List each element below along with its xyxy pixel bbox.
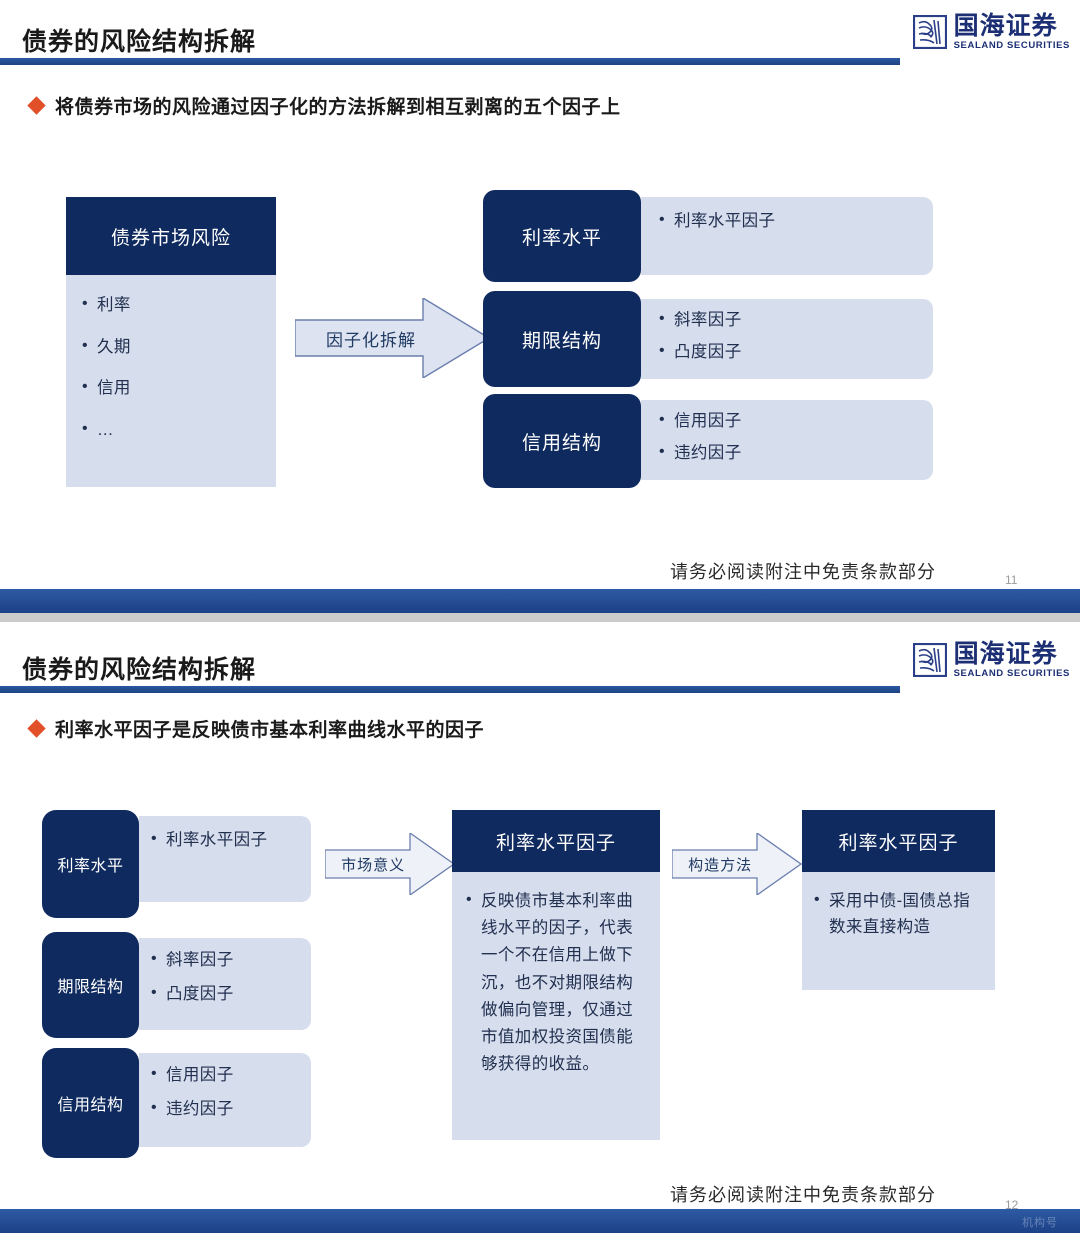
source-box-body: 利率 久期 信用 … (66, 275, 276, 487)
market-meaning-arrow: 市场意义 (325, 833, 455, 895)
logo-chinese-name: 国海证券 (953, 12, 1058, 40)
s2-factor-label-credit-structure: 信用结构 (42, 1048, 139, 1158)
company-logo: 国海证券 SEALAND SECURITIES (912, 12, 1070, 51)
factor-label-text: 利率水平 (521, 227, 602, 249)
middle-box-body: 反映债市基本利率曲线水平的因子，代表一个不在信用上做下沉，也不对期限结构做偏向管… (452, 872, 660, 1140)
right-box-header: 利率水平因子 (802, 810, 995, 872)
source-box-list: 利率 久期 信用 … (80, 292, 262, 469)
list-item: 利率水平因子 (149, 827, 267, 854)
list-item: 凸度因子 (657, 339, 742, 366)
middle-box-list: 反映债市基本利率曲线水平的因子，代表一个不在信用上做下沉，也不对期限结构做偏向管… (464, 887, 646, 1079)
factor-label-credit-structure: 信用结构 (483, 394, 641, 488)
factor-items-interest-level: 利率水平因子 (641, 197, 933, 275)
slide-1-headline: 将债券市场的风险通过因子化的方法拆解到相互剥离的五个因子上 (27, 92, 621, 119)
construction-method-arrow: 构造方法 (672, 833, 802, 895)
bottom-band (0, 1209, 1080, 1233)
diamond-bullet-icon (27, 719, 46, 738)
list-item: 利率 (80, 292, 262, 319)
factor-item-list: 利率水平因子 (149, 827, 267, 854)
source-box-header: 债券市场风险 (66, 197, 276, 275)
s2-factor-label-interest-level: 利率水平 (42, 810, 139, 918)
factor-items-term-structure: 斜率因子 凸度因子 (641, 299, 933, 379)
list-item: 信用因子 (657, 408, 742, 435)
slide-1: 债券的风险结构拆解 国海证券 SEALAND SE (0, 0, 1080, 587)
factor-label-text: 信用结构 (521, 432, 602, 454)
diamond-bullet-icon (27, 96, 46, 115)
slide-1-title: 债券的风险结构拆解 (22, 28, 257, 56)
slide-2-page-number: 12 (1005, 1198, 1019, 1212)
list-item: 违约因子 (657, 440, 742, 467)
slide-2-headline-text: 利率水平因子是反映债市基本利率曲线水平的因子 (55, 720, 485, 741)
list-item: 久期 (80, 334, 262, 361)
right-box-header-label: 利率水平因子 (838, 832, 959, 854)
right-box-list: 采用中债-国债总指数来直接构造 (812, 887, 983, 941)
slide-separator-shadow (0, 613, 1080, 622)
s2-factor-items-term-structure: 斜率因子 凸度因子 (139, 938, 311, 1030)
title-underline-rule (0, 58, 900, 65)
slide-2-title: 债券的风险结构拆解 (22, 656, 257, 684)
factor-item-list: 斜率因子 凸度因子 (657, 307, 742, 366)
list-item: … (80, 417, 262, 444)
factor-label-text: 期限结构 (57, 979, 124, 996)
s2-factor-items-interest-level: 利率水平因子 (139, 816, 311, 902)
slide-separator-band (0, 589, 1080, 613)
s2-factor-label-term-structure: 期限结构 (42, 932, 139, 1038)
list-item: 信用因子 (149, 1062, 234, 1089)
watermark-label: 机构号 (1022, 1217, 1058, 1229)
title-underline-rule (0, 686, 900, 693)
slide-2-footer-note: 请务必阅读附注中免责条款部分 (670, 1185, 936, 1205)
sealand-emblem-icon (912, 15, 947, 50)
slide-1-header: 债券的风险结构拆解 国海证券 SEALAND SE (0, 0, 1080, 70)
factor-label-text: 信用结构 (57, 1097, 124, 1114)
source-box-header-label: 债券市场风险 (110, 227, 231, 249)
logo-english-name: SEALAND SECURITIES (953, 40, 1070, 51)
slide-1-footer-note: 请务必阅读附注中免责条款部分 (670, 562, 936, 582)
slide-2-headline: 利率水平因子是反映债市基本利率曲线水平的因子 (27, 715, 485, 742)
logo-english-name: SEALAND SECURITIES (953, 668, 1070, 679)
factor-label-interest-level: 利率水平 (483, 190, 641, 282)
middle-box-header-label: 利率水平因子 (495, 832, 616, 854)
factor-label-text: 期限结构 (521, 330, 602, 352)
factor-items-credit-structure: 信用因子 违约因子 (641, 400, 933, 480)
slide-1-headline-text: 将债券市场的风险通过因子化的方法拆解到相互剥离的五个因子上 (55, 97, 621, 118)
slide-2: 债券的风险结构拆解 国海证券 SEALAND SE (0, 628, 1080, 1233)
list-item: 斜率因子 (657, 307, 742, 334)
s2-factor-items-credit-structure: 信用因子 违约因子 (139, 1053, 311, 1147)
factor-item-list: 信用因子 违约因子 (657, 408, 742, 467)
list-item: 凸度因子 (149, 981, 234, 1008)
company-logo: 国海证券 SEALAND SECURITIES (912, 640, 1070, 679)
factorization-arrow: 因子化拆解 (295, 298, 490, 378)
factor-label-term-structure: 期限结构 (483, 291, 641, 387)
logo-chinese-name: 国海证券 (953, 640, 1058, 668)
sealand-emblem-icon (912, 643, 947, 678)
list-item: 信用 (80, 375, 262, 402)
list-item: 斜率因子 (149, 947, 234, 974)
slide-2-header: 债券的风险结构拆解 国海证券 SEALAND SE (0, 628, 1080, 698)
list-item: 利率水平因子 (657, 208, 775, 235)
factor-label-text: 利率水平 (57, 858, 124, 875)
list-item: 采用中债-国债总指数来直接构造 (812, 887, 983, 941)
factor-item-list: 利率水平因子 (657, 208, 775, 235)
list-item: 违约因子 (149, 1096, 234, 1123)
slide-1-page-number: 11 (1005, 573, 1018, 587)
factor-item-list: 斜率因子 凸度因子 (149, 947, 234, 1008)
factor-item-list: 信用因子 违约因子 (149, 1062, 234, 1123)
right-box-body: 采用中债-国债总指数来直接构造 (802, 872, 995, 990)
middle-box-header: 利率水平因子 (452, 810, 660, 872)
list-item: 反映债市基本利率曲线水平的因子，代表一个不在信用上做下沉，也不对期限结构做偏向管… (464, 887, 646, 1079)
